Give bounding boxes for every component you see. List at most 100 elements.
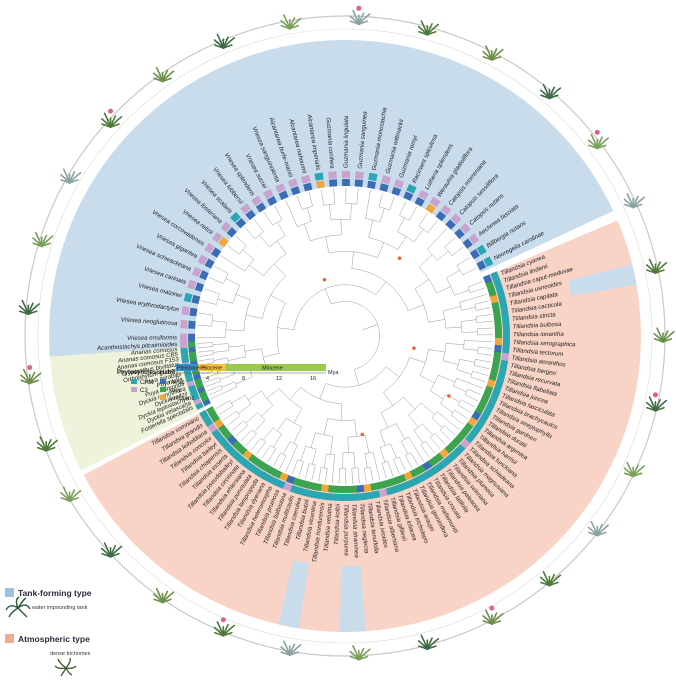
tree-branch xyxy=(338,468,340,484)
photosynthesis-cell xyxy=(197,254,208,266)
photosynthesis-cell xyxy=(502,322,510,332)
habit-cell xyxy=(341,485,350,493)
tree-branch xyxy=(467,281,483,288)
plant-illustration xyxy=(18,299,40,316)
tank-wedge xyxy=(278,560,310,629)
habit-cell xyxy=(383,478,393,488)
habit-cell xyxy=(348,485,358,493)
tree-branch xyxy=(250,437,262,451)
tree-branch xyxy=(197,324,212,327)
axis-tick-12: 12 xyxy=(276,376,282,382)
photosynthesis-cell xyxy=(381,175,391,185)
photosynthesis-cell xyxy=(289,484,300,494)
tree-branch xyxy=(454,409,468,419)
photosynthesis-cell xyxy=(393,179,405,189)
photosynthesis-cell xyxy=(418,189,429,200)
tree-branch xyxy=(304,463,310,479)
tree-branch xyxy=(263,352,280,358)
tree-branch xyxy=(247,390,262,400)
tree-branch xyxy=(440,403,454,413)
tree-branch xyxy=(462,267,477,276)
habit-cell xyxy=(425,203,436,214)
photosynthesis-cell xyxy=(296,487,307,496)
tree-branch xyxy=(363,468,367,483)
tree-branch xyxy=(365,435,370,453)
tree-arc xyxy=(269,235,286,248)
tree-branch xyxy=(475,314,492,317)
tree-branch xyxy=(283,441,291,455)
photosynthesis-cell xyxy=(502,345,510,355)
tree-arc xyxy=(239,245,247,255)
tree-arc xyxy=(220,385,223,390)
photosynthesis-cell xyxy=(282,482,293,492)
photosynthesis-cell xyxy=(468,233,480,245)
tree-arc xyxy=(331,218,351,221)
plant-illustration xyxy=(101,108,123,128)
basal-sector xyxy=(49,346,212,471)
tree-branch xyxy=(311,464,316,481)
atmos-plant-icon xyxy=(54,657,77,677)
tree-arc xyxy=(401,436,409,442)
habit-cell xyxy=(369,482,379,491)
tree-arc xyxy=(297,221,312,227)
tree-arc xyxy=(456,265,463,276)
photosynthesis-cell xyxy=(311,490,321,500)
tree-branch xyxy=(365,190,371,219)
tree-branch xyxy=(361,324,378,331)
tree-branch xyxy=(443,360,459,365)
tree-branch xyxy=(220,255,245,272)
tree-branch xyxy=(324,288,332,305)
tree-branch xyxy=(261,445,271,459)
tree-arc xyxy=(453,378,457,387)
tree-branch xyxy=(201,300,217,305)
habit-cell xyxy=(402,471,413,481)
tree-branch xyxy=(457,404,472,414)
atmos-type-desc: dense trichomes xyxy=(50,651,91,657)
tree-branch xyxy=(353,452,356,469)
tree-branch xyxy=(212,343,229,345)
tree-arc xyxy=(234,381,238,387)
tree-arc xyxy=(368,237,399,250)
photosynthesis-cell xyxy=(501,352,510,362)
tree-branch xyxy=(273,433,282,448)
photosynthesis-cell xyxy=(363,491,373,500)
photosynthesis-cell xyxy=(183,292,193,303)
plant-illustration xyxy=(653,327,675,343)
tree-branch xyxy=(443,306,461,312)
tree-branch xyxy=(456,378,484,389)
plant-illustration xyxy=(645,392,668,412)
tree-branch xyxy=(293,426,302,444)
tree-branch xyxy=(235,425,248,437)
tree-branch xyxy=(273,263,286,276)
habit-cell xyxy=(445,219,456,230)
plant-illustration xyxy=(587,129,609,150)
tree-branch xyxy=(253,219,264,232)
plant-illustrations xyxy=(18,5,675,661)
tree-branch xyxy=(444,425,456,436)
tree-arc xyxy=(345,203,357,205)
tree-branch xyxy=(242,249,254,260)
tree-arc xyxy=(244,258,254,272)
photosynthesis-cell xyxy=(349,493,358,501)
time-axis: Pleistocene Pliocene Miocene 0 4 8 12 16… xyxy=(176,364,339,382)
habit-cell xyxy=(376,480,386,490)
habit-cell xyxy=(494,337,502,346)
tree-branch xyxy=(319,383,327,399)
tree-branch xyxy=(438,374,456,383)
divergence-node xyxy=(360,432,365,437)
tree-branch xyxy=(308,192,313,207)
tree-branch xyxy=(297,195,303,210)
photosynthesis-cell xyxy=(301,174,311,184)
tree-branch xyxy=(446,270,461,279)
tree-branch xyxy=(477,327,493,330)
photosynthesis-cell xyxy=(490,271,500,282)
habit-cell xyxy=(320,484,329,493)
photosynthesis-cell xyxy=(314,172,324,181)
tree-arc xyxy=(211,315,214,327)
tree-branch xyxy=(266,388,280,399)
plant-illustration xyxy=(539,83,562,100)
tank-plant-icon xyxy=(5,596,31,618)
tree-branch xyxy=(409,357,426,363)
tree-branch xyxy=(378,192,383,207)
